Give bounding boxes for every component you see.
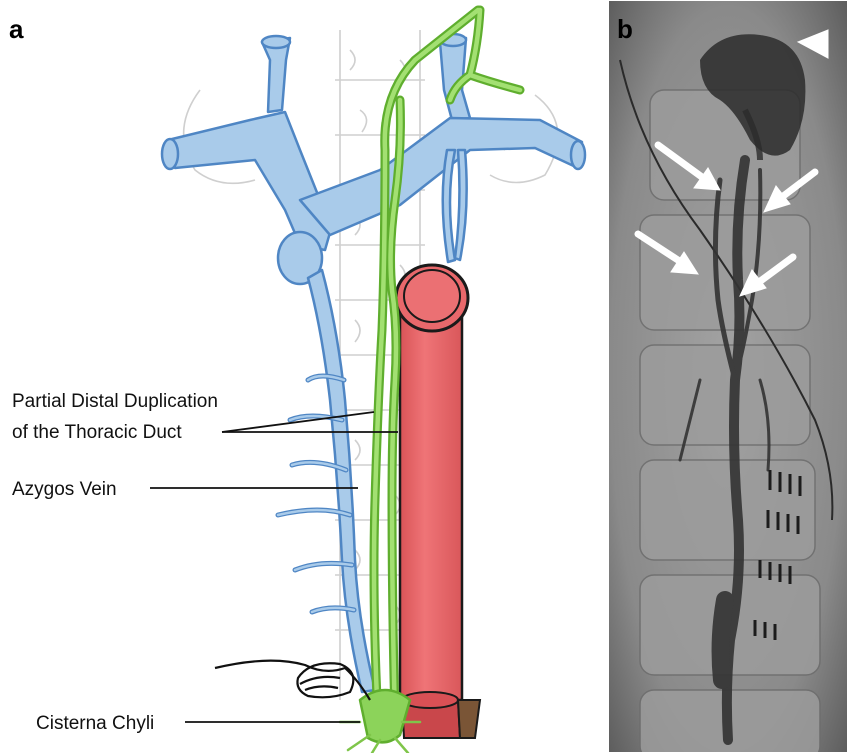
- panel-letter-b: b: [617, 14, 633, 44]
- label-duplication-line2: of the Thoracic Duct: [12, 422, 182, 443]
- label-duplication-line1: Partial Distal Duplication: [12, 391, 218, 412]
- label-azygos-vein: Azygos Vein: [12, 479, 117, 500]
- azygos-vein: [308, 270, 375, 692]
- panel-b-radiograph: b: [608, 0, 848, 753]
- label-cisterna-chyli: Cisterna Chyli: [36, 713, 154, 734]
- diaphragm-outline: [215, 661, 370, 700]
- aorta: [396, 265, 480, 738]
- panel-a-illustration: a Partial Distal Duplication of the Thor…: [9, 10, 585, 753]
- panel-letter-a: a: [9, 14, 24, 44]
